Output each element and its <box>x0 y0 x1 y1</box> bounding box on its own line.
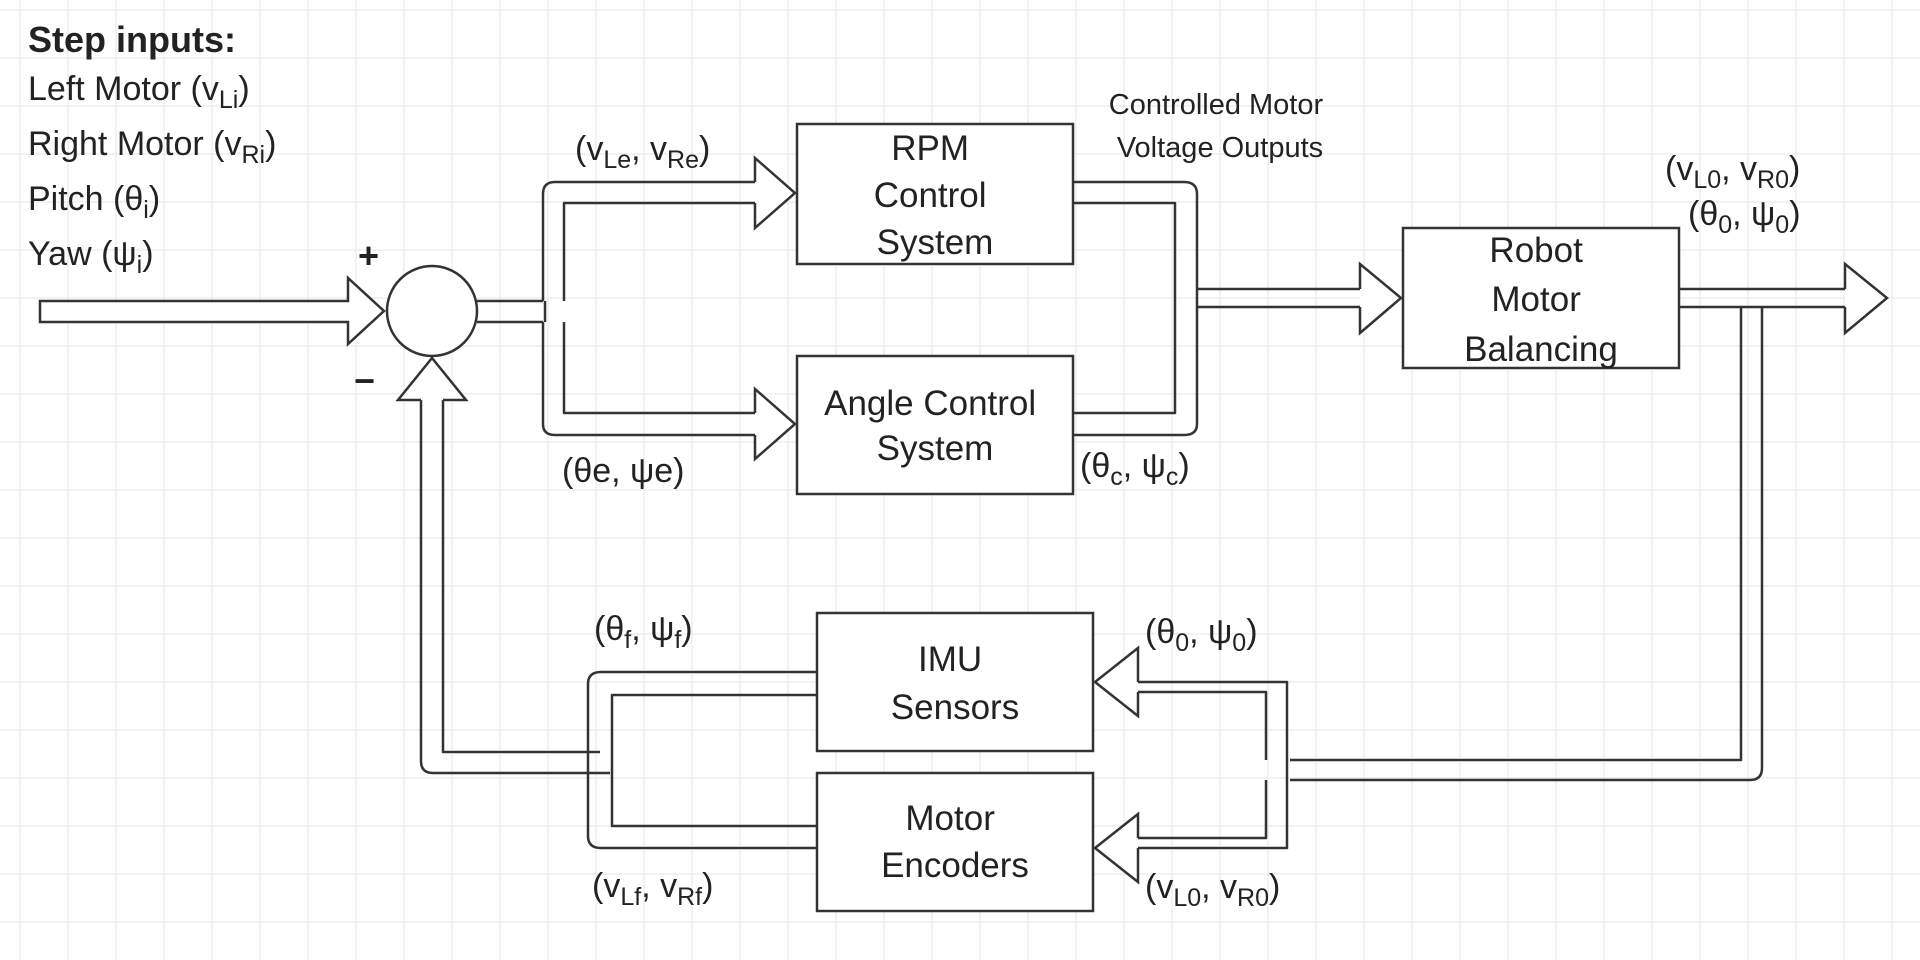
input-arrow <box>38 275 386 347</box>
angle-control-block <box>795 354 1075 496</box>
feedback-arrow <box>395 356 469 402</box>
rpm-error-label: (vLe, vRe) <box>575 130 710 174</box>
sensor-distribution-pipe <box>1138 680 1289 850</box>
enc-out-label: (vLf, vRf) <box>592 867 713 911</box>
angle-block-label: Angle Control System <box>824 384 1046 468</box>
rpm-control-block <box>795 122 1075 266</box>
angle-error-label: (θe, ψe) <box>562 452 685 490</box>
encoders-input-arrow <box>1092 811 1140 885</box>
imu-block-label: IMU Sensors <box>891 640 1019 727</box>
robot-block-label: Robot Motor Balancing <box>1464 231 1618 369</box>
robot-balancing-block <box>1401 226 1681 370</box>
encoders-block-label: Motor Encoders <box>881 799 1029 885</box>
step-input-pitch: Pitch (θi) <box>28 180 160 224</box>
summing-junction <box>385 264 479 358</box>
rpm-block-label: RPM Control System <box>874 129 997 262</box>
minus-sign: − <box>354 360 375 401</box>
imu-out-label: (θf, ψf) <box>594 610 693 654</box>
plus-sign: + <box>358 235 379 276</box>
rpm-branch-pipe <box>541 180 755 301</box>
merge-to-robot-pipe <box>1197 287 1360 309</box>
robot-input-arrow <box>1358 261 1403 336</box>
angle-branch-pipe <box>541 322 755 437</box>
angle-controlled-label: (θc, ψc) <box>1080 447 1190 491</box>
output-arrow <box>1843 261 1889 336</box>
step-input-yaw: Yaw (ψi) <box>28 235 154 279</box>
motor-encoders-block <box>815 771 1095 913</box>
rpm-input-arrow <box>753 155 797 231</box>
feedback-return-pipe <box>419 400 610 775</box>
output-v-label: (vL0, vR0) <box>1665 150 1800 194</box>
imu-sensors-block <box>815 611 1095 753</box>
angle-input-arrow <box>753 386 797 462</box>
feedback-tap-pipe <box>1290 307 1764 782</box>
step-input-right-motor: Right Motor (vRi) <box>28 125 276 169</box>
output-angle-label: (θ0, ψ0) <box>1688 195 1801 239</box>
imu-input-arrow <box>1092 645 1140 719</box>
step-input-left-motor: Left Motor (vLi) <box>28 70 250 114</box>
junction-to-splitter-pipe <box>477 299 543 324</box>
step-inputs-heading: Step inputs: <box>28 19 236 60</box>
controlled-outputs-label: Controlled Motor Voltage Outputs <box>1109 89 1331 164</box>
sensor-return-pipe <box>586 670 817 850</box>
controller-merge-pipe <box>1073 180 1199 437</box>
imu-in-label: (θ0, ψ0) <box>1145 613 1258 657</box>
enc-in-label: (vL0, vR0) <box>1145 868 1280 912</box>
